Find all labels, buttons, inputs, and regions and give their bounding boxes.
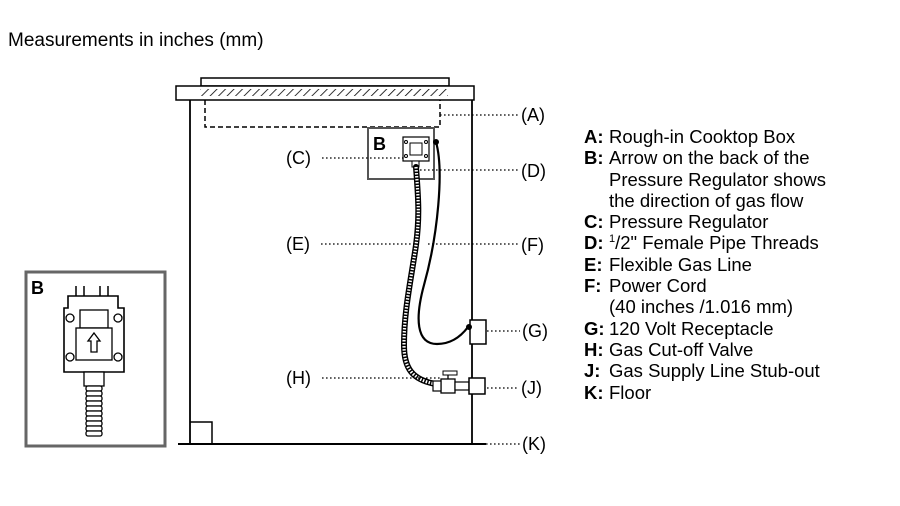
legend-text: Pressure Regulator (609, 211, 769, 233)
legend-text: Power Cord (609, 275, 707, 297)
legend-row: K:Floor (584, 382, 826, 403)
pressure-regulator (402, 136, 430, 168)
legend-text: Flexible Gas Line (609, 253, 752, 275)
legend-row: B:Arrow on the back of the (584, 147, 826, 168)
legend-key (584, 296, 609, 317)
legend-row: the direction of gas flow (584, 190, 826, 211)
legend-row: J: Gas Supply Line Stub-out (584, 360, 826, 381)
legend-key: B: (584, 147, 604, 169)
legend-superscript: 1 (609, 233, 616, 246)
gas-supply-stub-out (454, 377, 486, 395)
legend-text: Rough-in Cooktop Box (609, 126, 796, 147)
callout-g: (G) (522, 321, 548, 341)
legend-text: Floor (609, 381, 652, 403)
gas-flow-arrow-icon (86, 331, 102, 353)
legend-text: Arrow on the back of the (609, 147, 810, 169)
rough-in-box-outline (204, 100, 441, 128)
receptacle (469, 319, 487, 345)
legend-text: Gas Supply Line Stub-out (609, 360, 820, 382)
detail-b-label: B (373, 134, 386, 154)
legend-text: Gas Cut-off Valve (609, 338, 754, 360)
callout-f: (F) (521, 235, 544, 255)
callout-j: (J) (521, 378, 542, 398)
callout-k: (K) (522, 434, 546, 454)
legend-key: A: (584, 126, 604, 147)
legend-row: A:Rough-in Cooktop Box (584, 126, 826, 147)
legend-key: J: (584, 360, 601, 382)
callout-h: (H) (286, 368, 311, 388)
legend-text: 120 Volt Receptacle (609, 317, 774, 339)
callout-d: (D) (521, 161, 546, 181)
legend-row: (40 inches /1.016 mm) (584, 296, 826, 317)
legend-row: Pressure Regulator shows (584, 169, 826, 190)
legend-key: C: (584, 211, 604, 233)
callout-c: (C) (286, 148, 311, 168)
legend-key: F: (584, 275, 602, 297)
page-title: Measurements in inches (mm) (8, 30, 264, 51)
gas-cutoff-valve (432, 370, 458, 394)
inset-detail-b: B (24, 270, 167, 448)
legend-key (584, 190, 609, 211)
legend-row: H:Gas Cut-off Valve (584, 339, 826, 360)
legend-key: K: (584, 381, 604, 403)
flexible-gas-line (400, 164, 439, 387)
legend-row: G:120 Volt Receptacle (584, 318, 826, 339)
callout-a: (A) (521, 105, 545, 125)
legend-row: E: Flexible Gas Line (584, 254, 826, 275)
legend-row: F: Power Cord (584, 275, 826, 296)
legend-key (584, 169, 609, 190)
legend-text: the direction of gas flow (609, 189, 804, 211)
legend-key: E: (584, 253, 603, 275)
legend-key: G: (584, 317, 605, 339)
legend-text: (40 inches /1.016 mm) (609, 296, 794, 318)
legend-text: 1/2" Female Pipe Threads (609, 232, 819, 254)
legend-text: Pressure Regulator shows (609, 168, 826, 190)
legend-row: D:1/2" Female Pipe Threads (584, 232, 826, 253)
legend-key: D: (584, 232, 604, 254)
detail-b-box (367, 127, 435, 180)
inset-b-label: B (31, 278, 44, 298)
power-cord (417, 141, 469, 346)
callout-e: (E) (286, 234, 310, 254)
legend-row: C:Pressure Regulator (584, 211, 826, 232)
legend-key: H: (584, 338, 604, 360)
